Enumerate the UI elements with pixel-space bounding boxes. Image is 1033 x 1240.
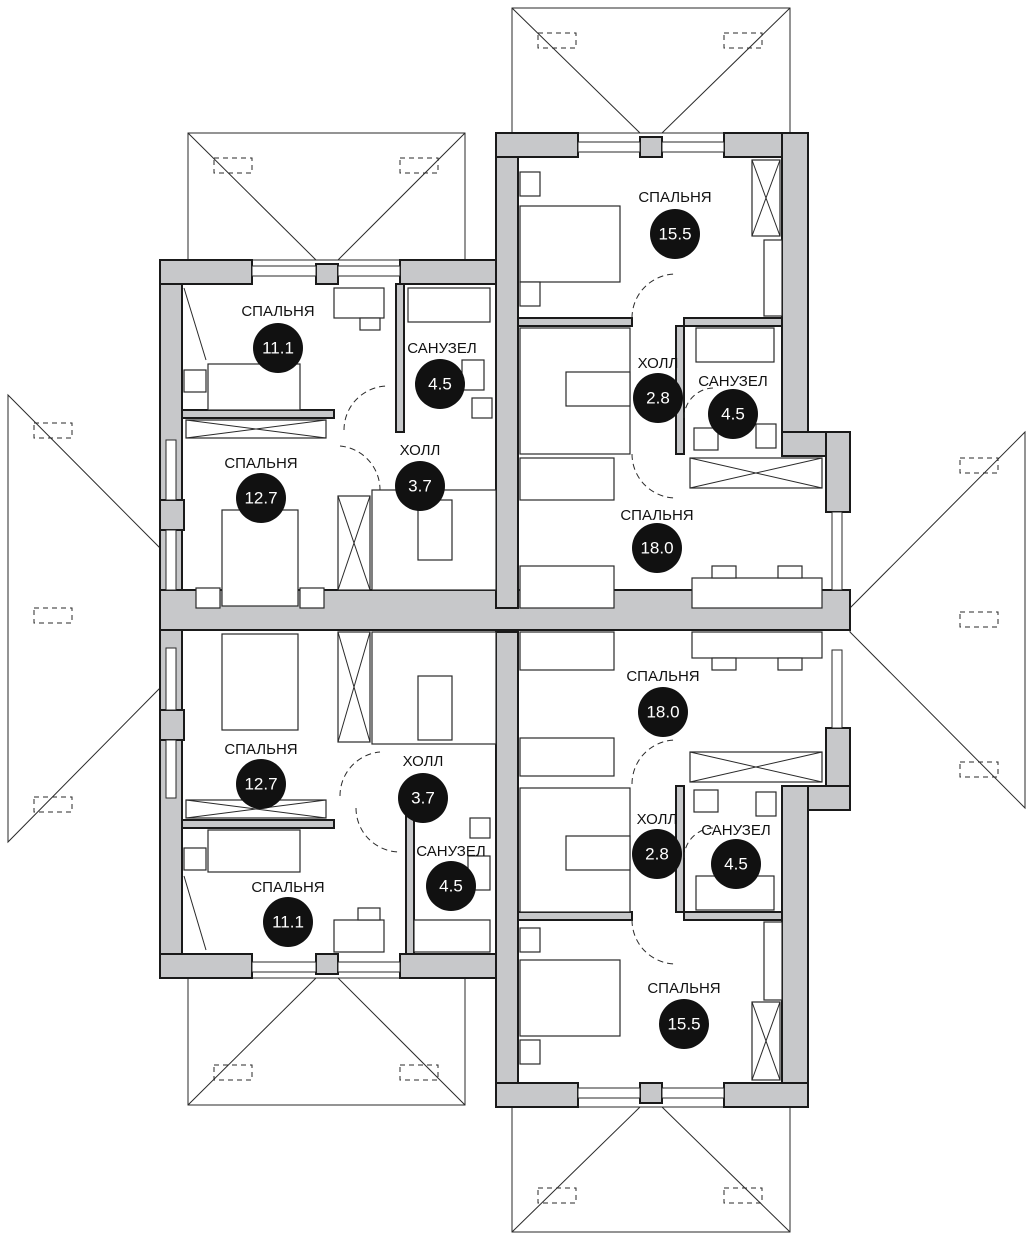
area-value: 2.8 (646, 389, 670, 408)
area-value: 2.8 (645, 845, 669, 864)
area-badge (711, 839, 761, 889)
walls (159, 132, 851, 1108)
area-badge (395, 461, 445, 511)
room-label-bedroom-18-0-top: СПАЛЬНЯ (620, 507, 693, 524)
room-label-bedroom-15-5-bottom: СПАЛЬНЯ (647, 980, 720, 997)
area-badge (236, 473, 286, 523)
area-badge (659, 999, 709, 1049)
area-value: 15.5 (667, 1015, 700, 1034)
area-value: 18.0 (646, 703, 679, 722)
area-value: 4.5 (428, 375, 452, 394)
room-label-hall-2-8-bottom: ХОЛЛ (637, 811, 678, 828)
room-label-bathroom-bottom-right: САНУЗЕЛ (701, 822, 770, 839)
area-value: 3.7 (411, 789, 435, 808)
area-value: 11.1 (262, 339, 294, 358)
room-label-hall-3-7-top: ХОЛЛ (400, 442, 441, 459)
room-labels: СПАЛЬНЯ 11.1 САНУЗЕЛ 4.5 СПАЛЬНЯ 12.7 ХО… (224, 189, 771, 1049)
area-badge (633, 373, 683, 423)
area-badge (263, 897, 313, 947)
area-value: 4.5 (439, 877, 463, 896)
room-label-bedroom-11-1-bottom: СПАЛЬНЯ (251, 879, 324, 896)
area-badge (632, 829, 682, 879)
room-label-hall-2-8-top: ХОЛЛ (638, 355, 679, 372)
room-label-bedroom-12-7-top: СПАЛЬНЯ (224, 455, 297, 472)
room-label-bathroom-top-left: САНУЗЕЛ (407, 340, 476, 357)
room-label-bathroom-bottom-left: САНУЗЕЛ (416, 843, 485, 860)
area-value: 18.0 (640, 539, 673, 558)
room-label-bathroom-top-right: САНУЗЕЛ (698, 373, 767, 390)
area-value: 4.5 (724, 855, 748, 874)
area-value: 15.5 (658, 225, 691, 244)
area-value: 12.7 (244, 775, 277, 794)
area-value: 4.5 (721, 405, 745, 424)
area-badge (650, 209, 700, 259)
area-badge (708, 389, 758, 439)
windows (165, 141, 843, 1099)
area-badge (236, 759, 286, 809)
area-badge (398, 773, 448, 823)
area-badge (253, 323, 303, 373)
area-badge (638, 687, 688, 737)
area-value: 12.7 (244, 489, 277, 508)
room-label-bedroom-11-1-top: СПАЛЬНЯ (241, 303, 314, 320)
room-label-bedroom-15-5-top: СПАЛЬНЯ (638, 189, 711, 206)
door-swings (339, 273, 715, 965)
area-value: 11.1 (272, 913, 304, 932)
area-value: 3.7 (408, 477, 432, 496)
area-badge (632, 523, 682, 573)
room-label-bedroom-12-7-bottom: СПАЛЬНЯ (224, 741, 297, 758)
room-label-hall-3-7-bottom: ХОЛЛ (403, 753, 444, 770)
area-badge (415, 359, 465, 409)
area-badge (426, 861, 476, 911)
room-label-bedroom-18-0-bottom: СПАЛЬНЯ (626, 668, 699, 685)
